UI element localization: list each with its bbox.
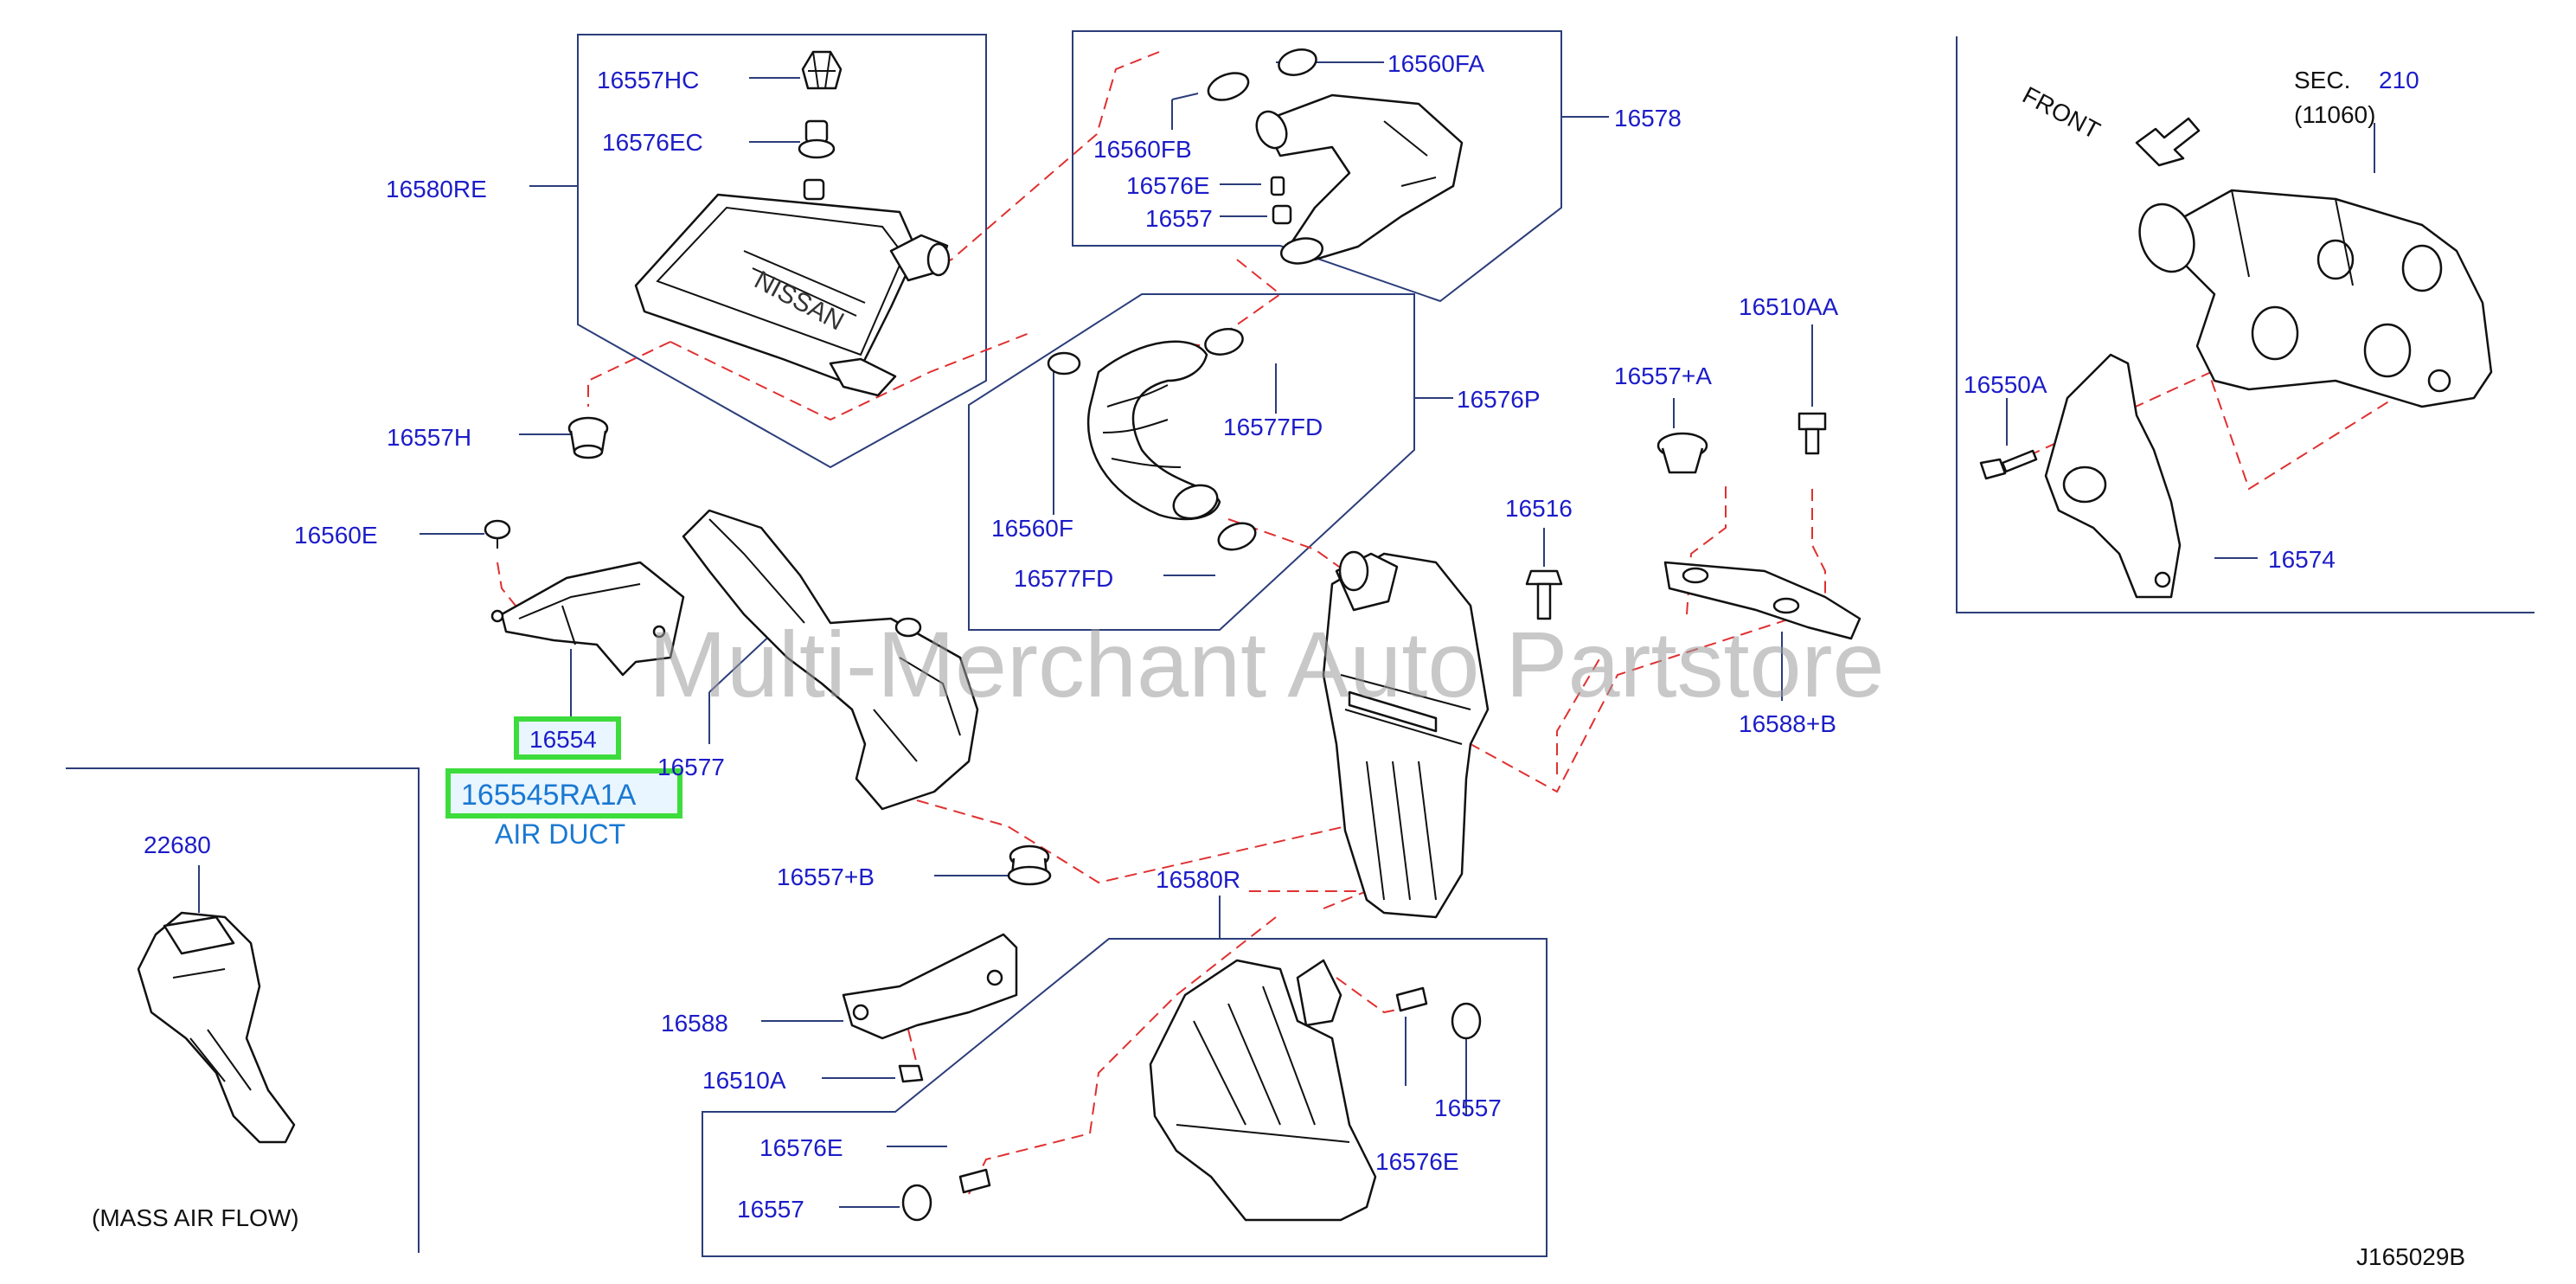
bolt-illustration: [1525, 569, 1563, 620]
callout-16557-B[interactable]: 16557+B: [777, 863, 875, 890]
section-number-link[interactable]: 210: [2379, 67, 2419, 93]
bolt-illustration: [898, 1064, 924, 1083]
callout-16577FD-lower[interactable]: 16577FD: [1014, 565, 1113, 592]
group-frame-inlet-duct: [1072, 30, 1562, 303]
callout-16560FA[interactable]: 16560FA: [1387, 50, 1484, 77]
callout-16577FD-upper[interactable]: 16577FD: [1223, 414, 1323, 440]
grommet-illustration: [567, 416, 609, 459]
grommet-illustration: [1007, 844, 1052, 886]
callout-16576EC[interactable]: 16576EC: [602, 129, 703, 156]
group-frame-resonator-hose: [968, 293, 1415, 631]
front-arrow-icon: [2135, 117, 2201, 167]
sleeve-illustration: [958, 986, 1428, 1194]
bracket-illustration: [2044, 353, 2182, 599]
callout-22680[interactable]: 22680: [144, 831, 211, 858]
callout-16510AA[interactable]: 16510AA: [1739, 293, 1839, 320]
frame-maf-section: [66, 767, 420, 1253]
callout-16557HC[interactable]: 16557HC: [597, 67, 699, 93]
bolt-illustration: [1979, 449, 2038, 480]
inlet-duct-illustration: [1255, 93, 1464, 265]
selected-part-number[interactable]: 165545RA1A: [461, 779, 637, 812]
group-frame-air-cleaner-cover: [577, 34, 987, 469]
callout-16510A[interactable]: 16510A: [702, 1067, 786, 1094]
callout-16560FB[interactable]: 16560FB: [1093, 136, 1192, 163]
callout-16588[interactable]: 16588: [661, 1010, 728, 1037]
clamp-illustration: [1207, 48, 1317, 101]
diagram-id: J165029B: [2356, 1243, 2465, 1270]
air-duct-16577-illustration: [682, 509, 979, 811]
callout-16554[interactable]: 16554: [529, 726, 597, 753]
callout-16578[interactable]: 16578: [1614, 105, 1682, 132]
callout-16588-B[interactable]: 16588+B: [1739, 710, 1836, 737]
callout-16557-mid[interactable]: 16557: [1434, 1095, 1502, 1121]
callout-16580RE[interactable]: 16580RE: [386, 176, 487, 202]
callout-16560F[interactable]: 16560F: [991, 515, 1073, 542]
highlight-box-16554[interactable]: [514, 716, 621, 760]
bolt-illustration: [484, 519, 511, 549]
callout-16576E-top[interactable]: 16576E: [1126, 172, 1210, 199]
leader-lines: [198, 61, 2375, 1208]
frame-front-section: [1956, 36, 2534, 613]
callout-16557-bottom[interactable]: 16557: [737, 1196, 804, 1223]
watermark-text: Multi-Merchant Auto Partstore: [649, 612, 1885, 716]
lower-air-box-illustration: [1149, 959, 1377, 1222]
grommet-illustration: [901, 1002, 1482, 1222]
section-prefix: SEC.: [2294, 67, 2350, 93]
callout-16576E-lower-left[interactable]: 16576E: [759, 1134, 843, 1161]
section-reference: (11060): [2294, 101, 2375, 128]
air-duct-16554-illustration: [490, 561, 685, 677]
callout-16574[interactable]: 16574: [2268, 546, 2336, 573]
callout-16576E-lower-right[interactable]: 16576E: [1375, 1148, 1459, 1175]
bolt-illustration: [1797, 412, 1827, 455]
bracket-illustration: [842, 933, 1018, 1040]
bracket-illustration: [1663, 561, 1862, 640]
throttle-body-illustration: [2138, 189, 2493, 408]
highlight-box-selected-part[interactable]: [445, 768, 682, 819]
callout-16580R[interactable]: 16580R: [1156, 866, 1240, 893]
air-cleaner-case-illustration: [1322, 550, 1490, 919]
callout-16557H[interactable]: 16557H: [387, 424, 471, 451]
callout-16550A[interactable]: 16550A: [1964, 371, 2047, 398]
callout-16560E[interactable]: 16560E: [294, 522, 378, 549]
clip-illustration: [801, 50, 843, 90]
air-cleaner-cover-illustration: NISSAN: [634, 178, 951, 397]
callout-16577[interactable]: 16577: [657, 754, 725, 780]
group-frame-lower-case: [702, 938, 1548, 1257]
maf-note: (MASS AIR FLOW): [92, 1204, 299, 1231]
grommet-illustration: [798, 119, 836, 159]
front-label: FRONT: [2018, 81, 2105, 144]
grommet-illustration: [1656, 432, 1708, 474]
callout-16557-top[interactable]: 16557: [1145, 205, 1213, 232]
bolt-illustration: [1270, 176, 1292, 225]
mass-air-flow-sensor-illustration: [137, 911, 296, 1144]
resonator-hose-illustration: [1047, 328, 1257, 551]
callout-16557-A[interactable]: 16557+A: [1614, 363, 1712, 389]
callout-16576P[interactable]: 16576P: [1457, 386, 1541, 413]
callout-16516[interactable]: 16516: [1505, 495, 1573, 522]
selected-part-description: AIR DUCT: [495, 819, 625, 850]
